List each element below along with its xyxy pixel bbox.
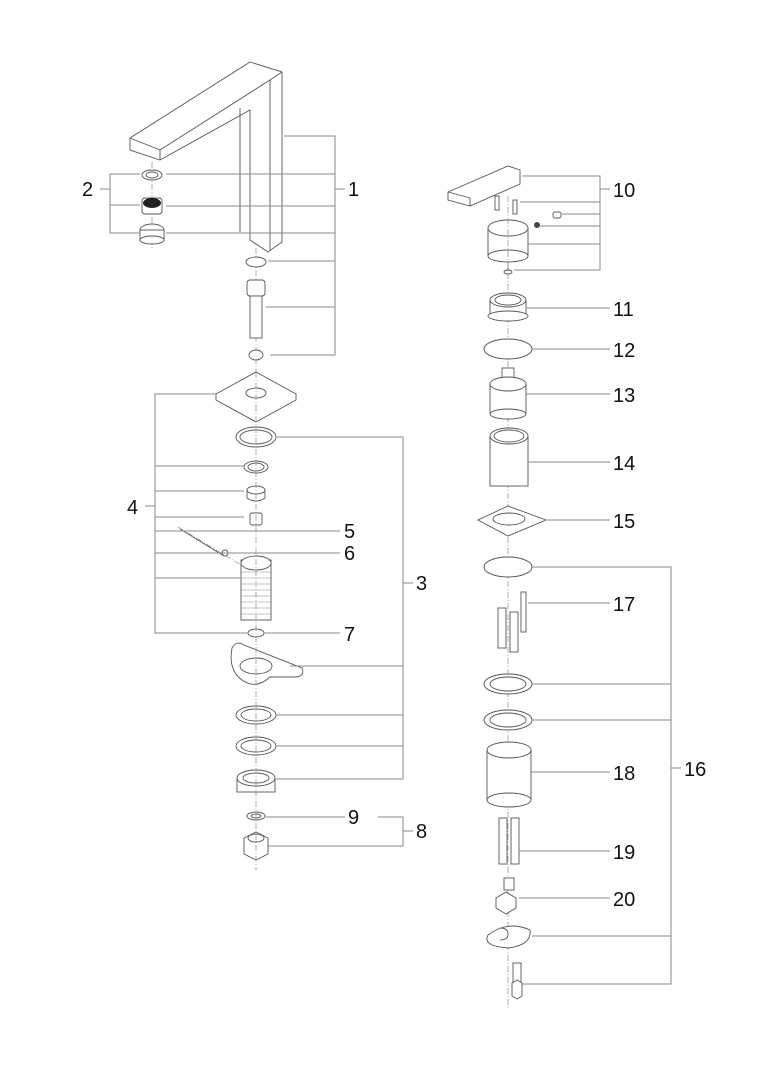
callout-2: 2: [82, 179, 93, 201]
callout-6: 6: [344, 543, 355, 565]
supply-pipe-parts: [245, 256, 267, 361]
callout-14: 14: [613, 453, 635, 475]
callout-5: 5: [344, 521, 355, 543]
callout-19: 19: [613, 842, 635, 864]
axis-line: [177, 526, 247, 569]
callout-7: 7: [344, 624, 355, 646]
callout-8: 8: [416, 821, 427, 843]
callout-20: 20: [613, 889, 635, 911]
callout-4: 4: [127, 497, 138, 519]
handle-assembly: [447, 165, 562, 275]
cartridge-parts: [476, 292, 548, 1000]
callout-12: 12: [613, 340, 635, 362]
callout-15: 15: [613, 511, 635, 533]
callout-18: 18: [613, 763, 635, 785]
callout-3: 3: [416, 573, 427, 595]
callout-16: 16: [684, 759, 706, 781]
spout: [129, 61, 283, 253]
aerator-parts: [139, 169, 165, 245]
callout-9: 9: [348, 807, 359, 829]
callout-1: 1: [348, 179, 359, 201]
callout-10: 10: [613, 180, 635, 202]
base-assembly: [179, 371, 304, 861]
callout-17: 17: [613, 594, 635, 616]
callout-11: 11: [613, 299, 634, 321]
callout-13: 13: [613, 385, 635, 407]
